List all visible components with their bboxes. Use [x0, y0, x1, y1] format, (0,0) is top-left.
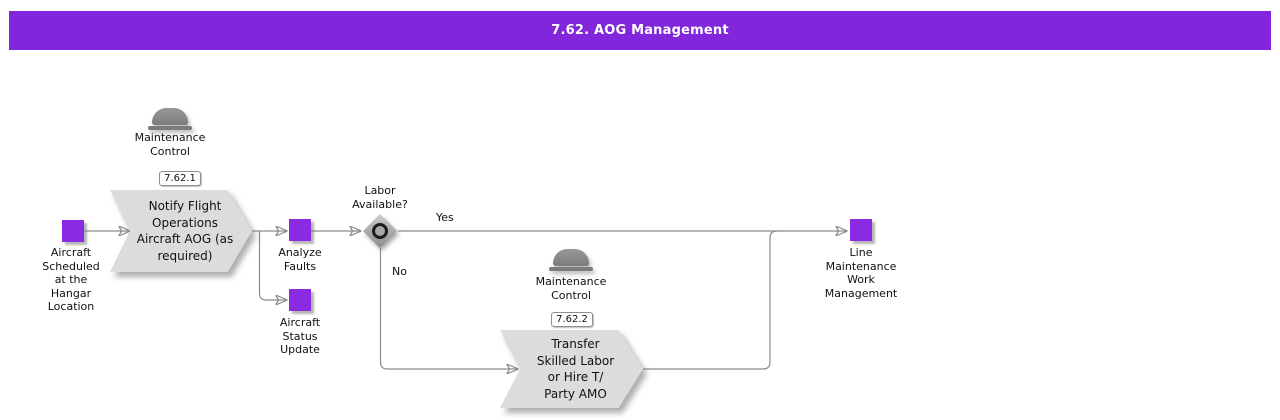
- event-aircraft-scheduled-label: Aircraft Scheduled at the Hangar Locatio…: [42, 246, 100, 313]
- hat-dome: [553, 249, 589, 266]
- chevron-shape: [500, 330, 643, 408]
- chevron-shape: [110, 190, 252, 272]
- wire-branch-to-status: [258, 231, 288, 300]
- hat-brim: [549, 267, 593, 271]
- process-transfer-skilled-labor[interactable]: Transfer Skilled Labor or Hire T/ Party …: [500, 330, 643, 408]
- role-maintenance-control-label: Maintenance Control: [535, 275, 607, 302]
- process-transfer-skilled-labor-label: Transfer Skilled Labor or Hire T/ Party …: [536, 337, 615, 401]
- decision-circle-icon: [371, 222, 388, 239]
- event-line-maintenance-work-management[interactable]: [850, 219, 872, 241]
- no-branch-label: No: [392, 265, 407, 278]
- step-number-badge: 7.62.2: [551, 312, 593, 327]
- decision-labor-available[interactable]: [363, 214, 397, 248]
- hat-brim: [148, 126, 192, 130]
- decision-question-label: Labor Available?: [352, 184, 408, 211]
- role-maintenance-control-label: Maintenance Control: [134, 131, 206, 158]
- title-bar: 7.62. AOG Management: [9, 11, 1271, 50]
- maintenance-hat-icon: [148, 108, 192, 130]
- task-aircraft-status-update-label: Aircraft Status Update: [279, 316, 321, 356]
- task-analyze-faults[interactable]: [289, 219, 311, 241]
- yes-branch-label: Yes: [436, 211, 454, 224]
- hat-dome: [152, 108, 188, 125]
- process-notify-flight-operations[interactable]: Notify Flight Operations Aircraft AOG (a…: [110, 190, 252, 272]
- step-number-badge: 7.62.1: [159, 171, 201, 186]
- maintenance-hat-icon: [549, 249, 593, 271]
- wire-transfer-to-yes-join: [643, 230, 778, 370]
- event-aircraft-scheduled[interactable]: [62, 220, 84, 242]
- wire-decision-no-to-transfer: [379, 248, 519, 369]
- event-line-maintenance-work-management-label: Line Maintenance Work Management: [824, 246, 898, 300]
- task-aircraft-status-update[interactable]: [289, 289, 311, 311]
- page-title: 7.62. AOG Management: [551, 23, 729, 38]
- task-analyze-faults-label: Analyze Faults: [278, 246, 322, 273]
- process-notify-flight-operations-label: Notify Flight Operations Aircraft AOG (a…: [136, 199, 234, 263]
